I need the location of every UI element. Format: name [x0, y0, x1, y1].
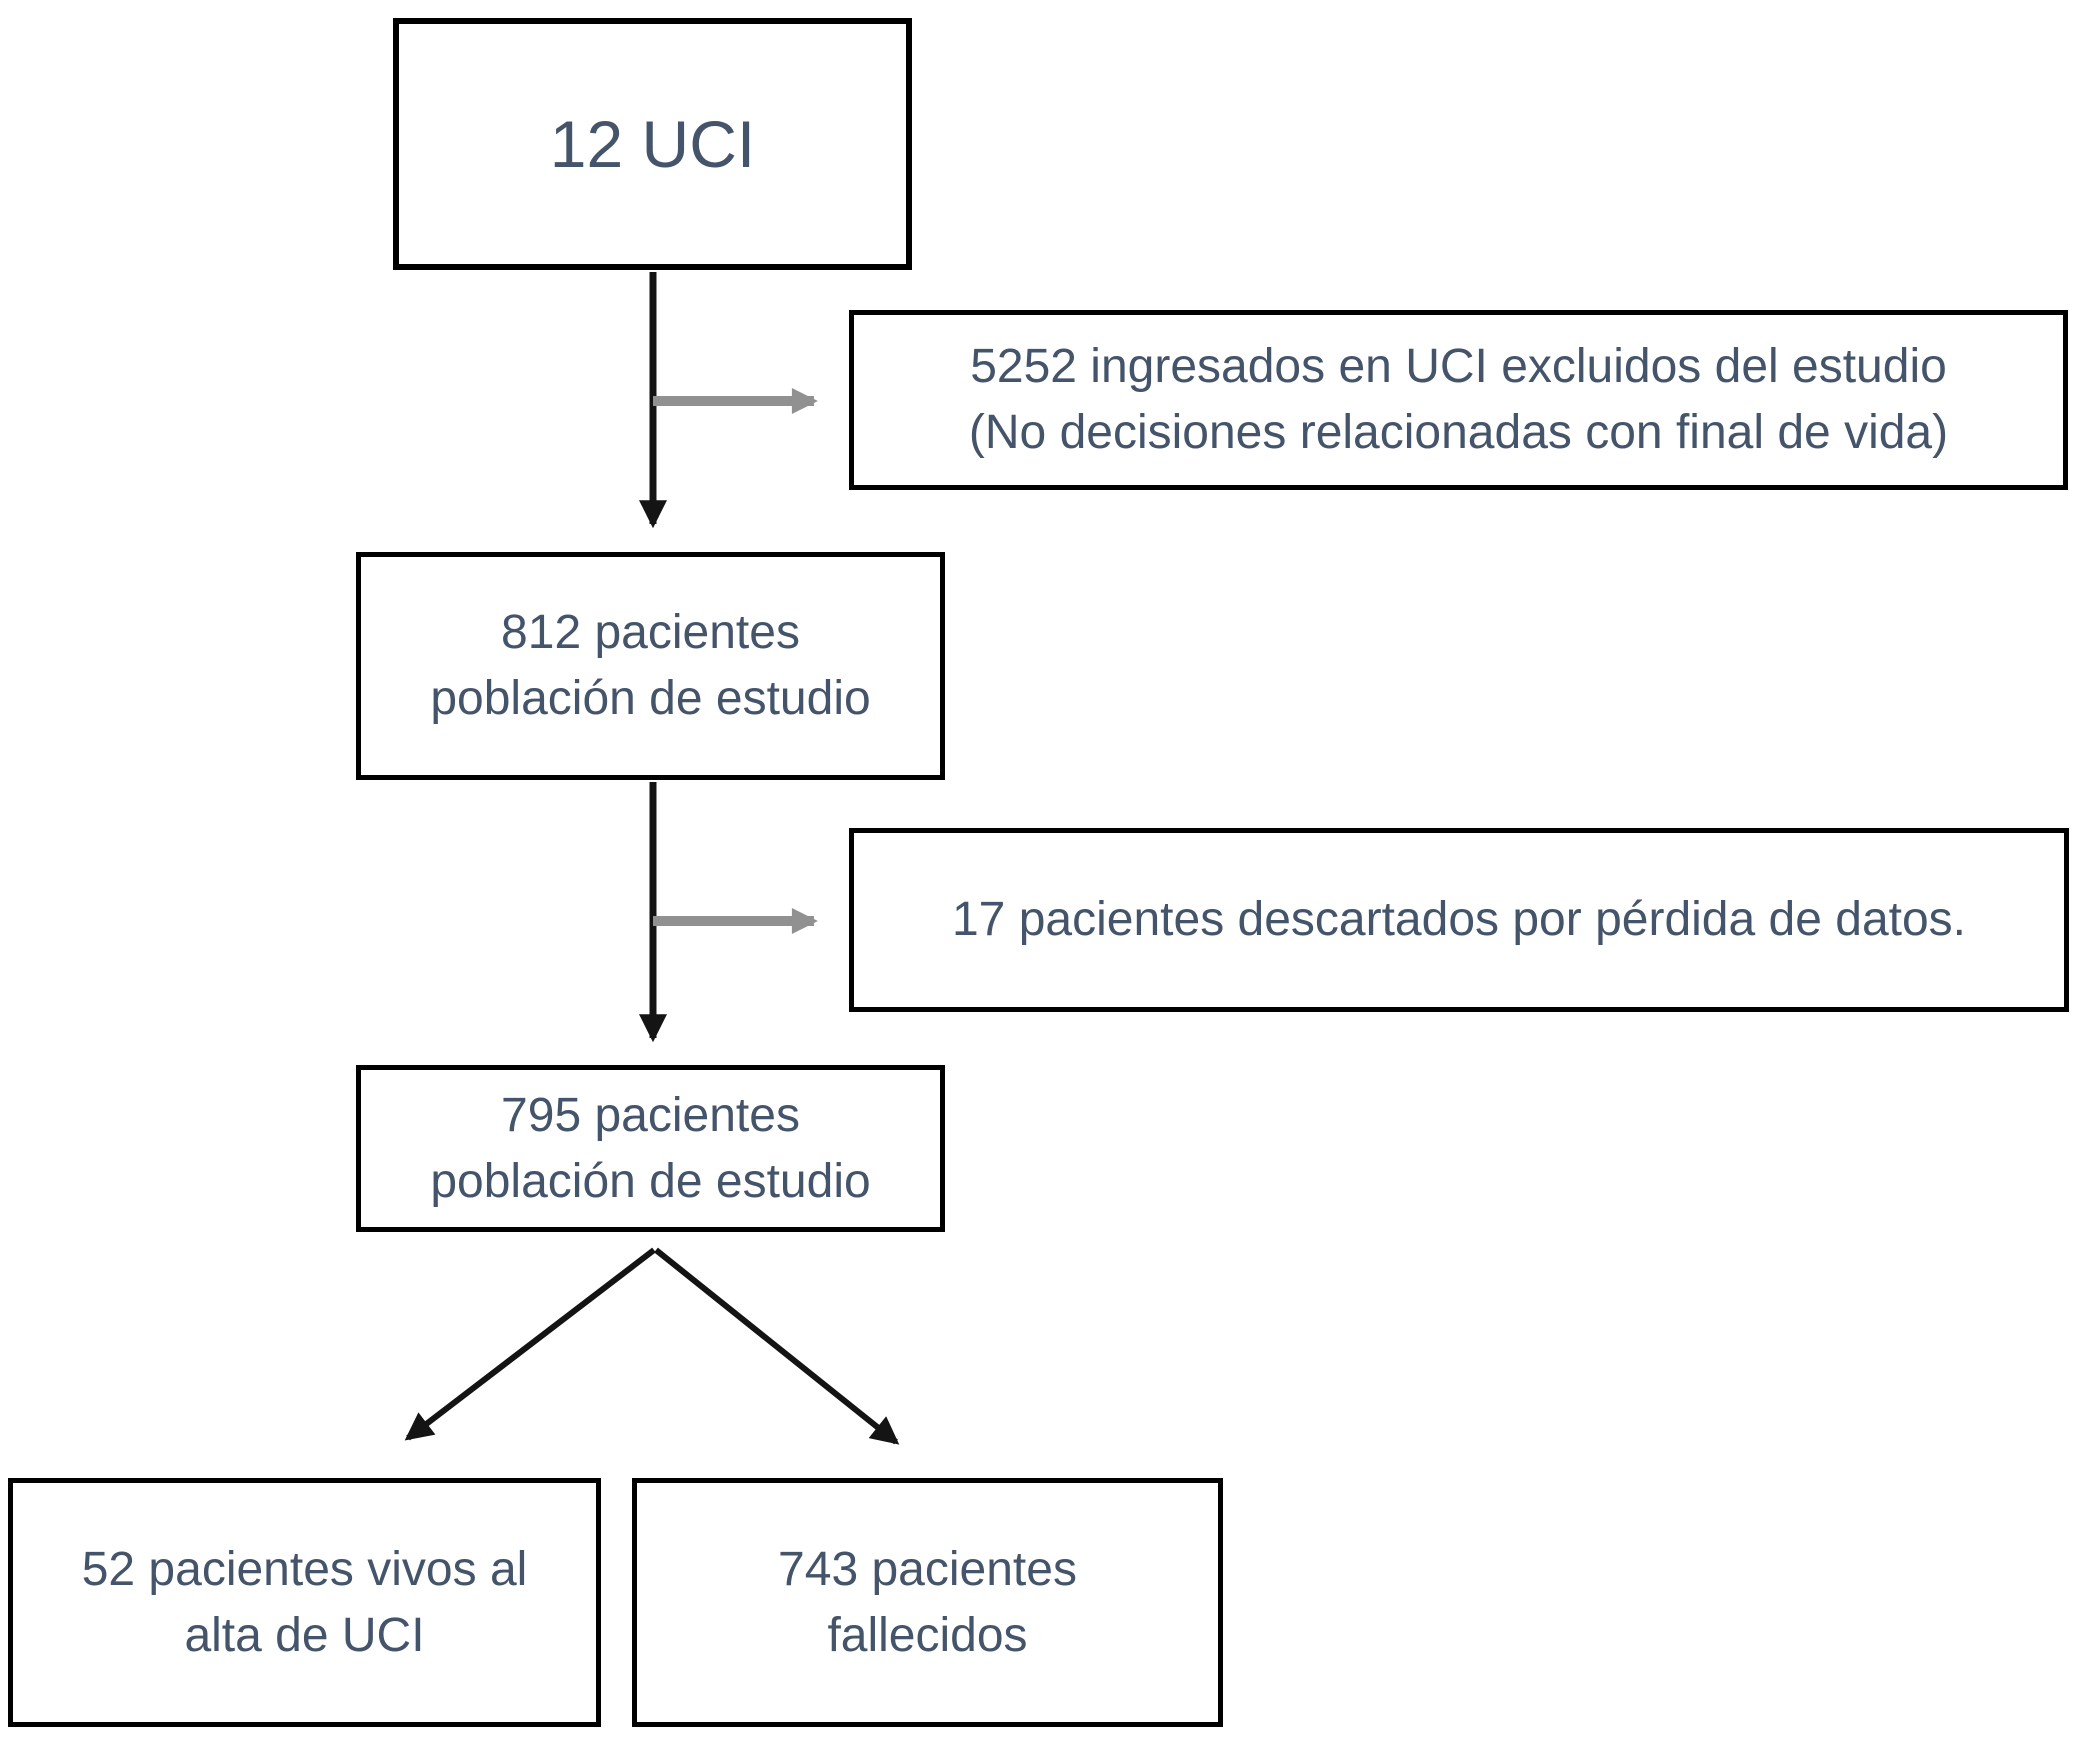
node-812-study-population: 812 pacientes población de estudio: [356, 552, 945, 780]
node-12-uci: 12 UCI: [393, 18, 912, 270]
node-812-line2: población de estudio: [430, 672, 871, 725]
node-795-line2: población de estudio: [430, 1154, 871, 1208]
node-alive-line2: alta de UCI: [184, 1608, 425, 1662]
arrow-795-to-deceased: [654, 1247, 900, 1445]
node-795-study-population: 795 pacientes población de estudio: [356, 1065, 945, 1232]
arrow-795-to-alive: [404, 1247, 656, 1441]
node-alive-line1: 52 pacientes vivos al: [81, 1542, 528, 1596]
node-discarded-data-loss: 17 pacientes descartados por pérdida de …: [849, 828, 2069, 1012]
node-795-line1: 795 pacientes: [501, 1088, 800, 1142]
node-deceased-line1: 743 pacientes: [778, 1542, 1077, 1596]
node-discarded-label: 17 pacientes descartados por pérdida de …: [951, 893, 1967, 946]
node-excluded-from-study: 5252 ingresados en UCI excluidos del est…: [849, 310, 2068, 490]
node-alive-at-discharge: 52 pacientes vivos al alta de UCI: [8, 1478, 601, 1727]
node-excluded-line1: 5252 ingresados en UCI excluidos del est…: [970, 340, 1947, 393]
node-deceased-patients: 743 pacientes fallecidos: [632, 1478, 1223, 1727]
node-excluded-line2: (No decisiones relacionadas con final de…: [968, 406, 1949, 459]
node-deceased-line2: fallecidos: [827, 1608, 1028, 1662]
node-812-line1: 812 pacientes: [501, 606, 800, 659]
node-12-uci-label: 12 UCI: [549, 107, 756, 181]
